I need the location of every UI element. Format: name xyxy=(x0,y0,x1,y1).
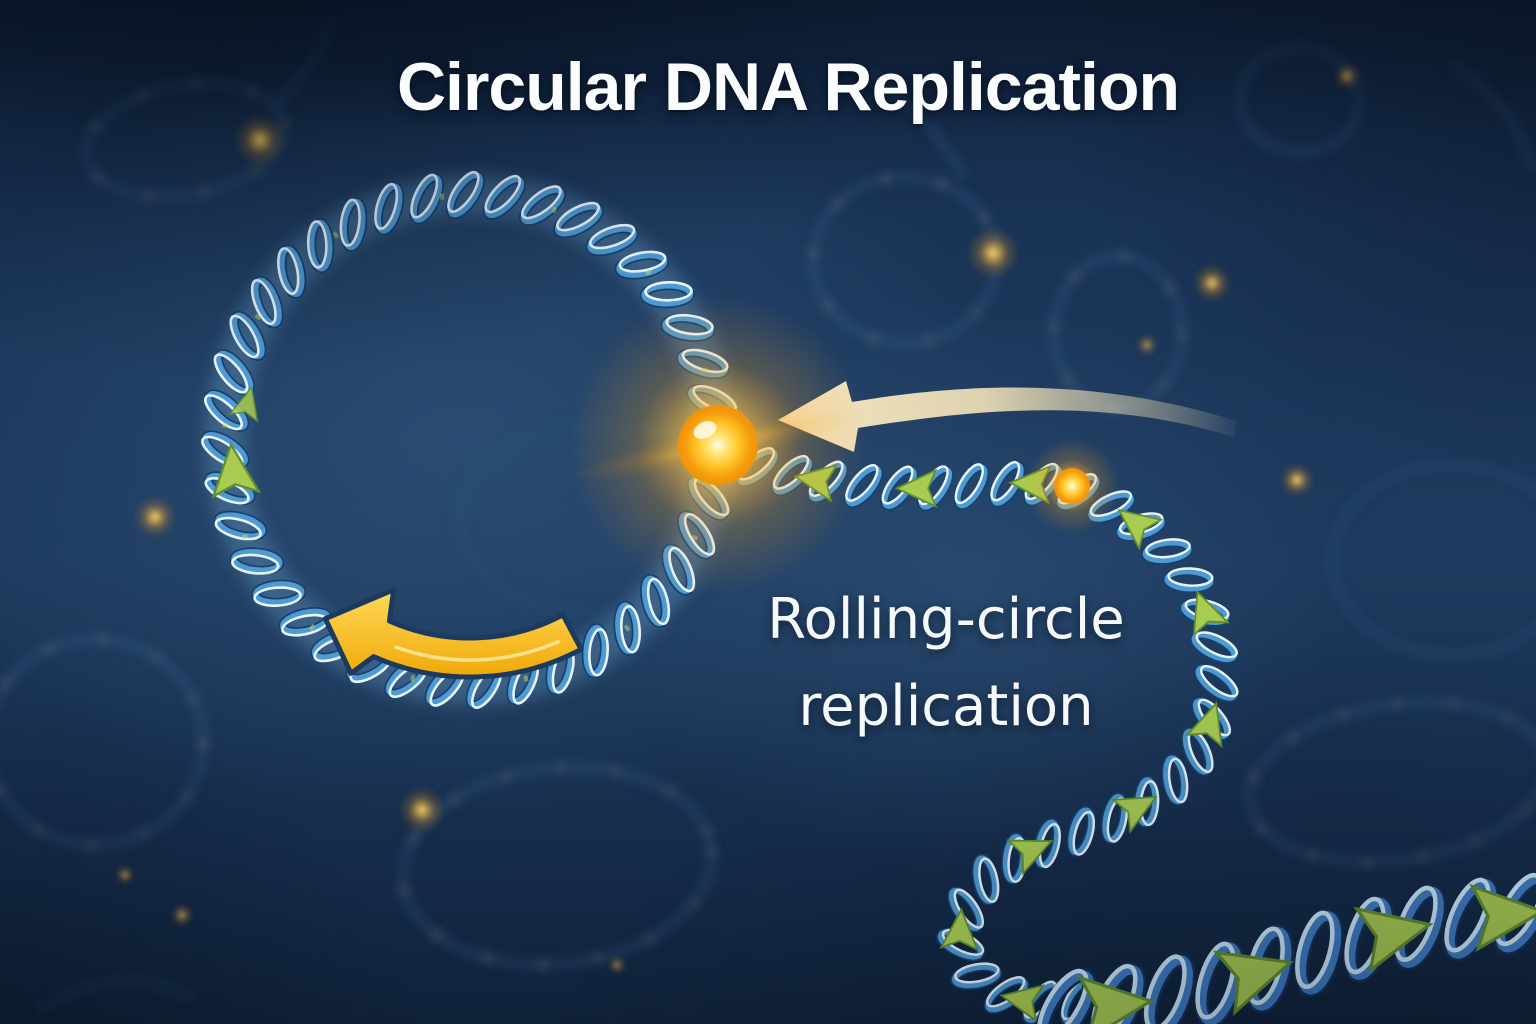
replication-origin-glow-icon xyxy=(566,295,870,595)
replication-point-glow-icon xyxy=(1024,438,1120,534)
background-plasmid-ring xyxy=(1244,697,1536,867)
background-plasmid-ring xyxy=(1327,460,1536,660)
glow-dot xyxy=(399,787,445,833)
background-strand xyxy=(37,976,199,1014)
page-title: Circular DNA Replication xyxy=(396,49,1180,125)
process-label-line2: replication xyxy=(798,674,1094,739)
glow-dot xyxy=(134,496,176,538)
process-label: Rolling-circle replication xyxy=(767,576,1125,750)
glow-dot xyxy=(967,227,1019,279)
glow-dot xyxy=(170,903,194,927)
background-speckles xyxy=(399,763,715,969)
background-speckles xyxy=(1245,698,1536,866)
glow-dot xyxy=(1193,264,1231,302)
glow-dot xyxy=(607,955,627,975)
glow-dot xyxy=(1280,463,1314,497)
background-plasmid-ring xyxy=(0,634,208,850)
glow-dot xyxy=(1136,334,1158,356)
background-plasmid-ring xyxy=(398,762,716,970)
glow-dot xyxy=(115,865,135,885)
process-label-line1: Rolling-circle xyxy=(767,587,1125,652)
